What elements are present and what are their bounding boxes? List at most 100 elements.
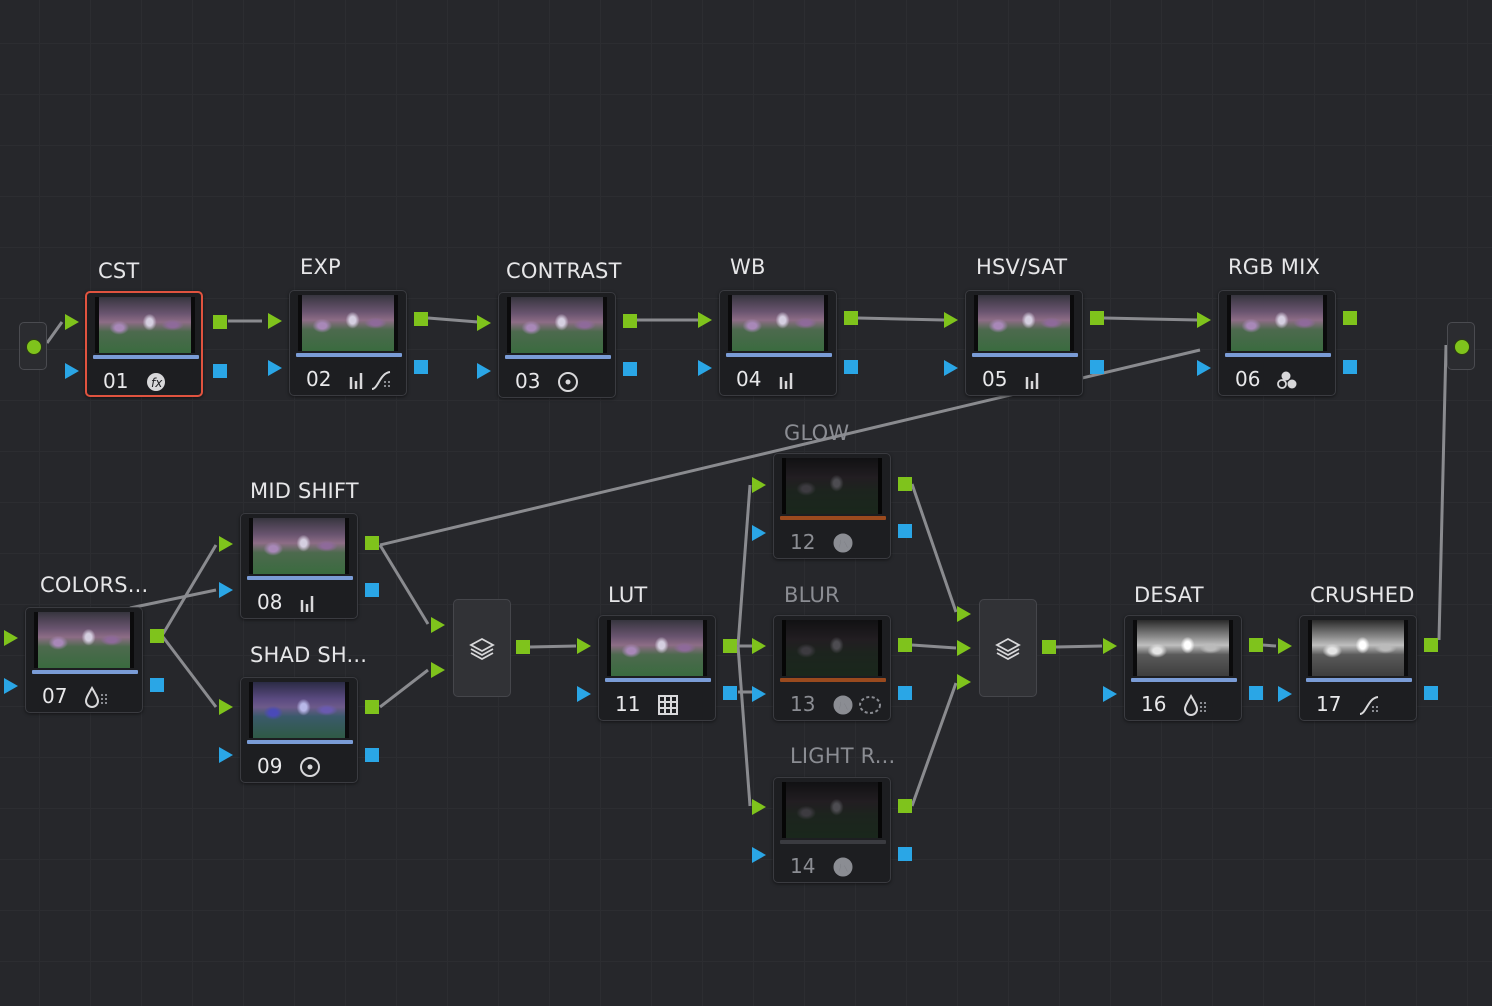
layer-input-port-1[interactable] (957, 606, 971, 622)
rgb-input-port[interactable] (4, 630, 18, 646)
node-label-14: LIGHT R... (790, 744, 896, 768)
alpha-output-port[interactable] (1249, 686, 1263, 700)
rgb-input-port[interactable] (944, 312, 958, 328)
node-number: 04 (736, 367, 762, 391)
alpha-input-port[interactable] (477, 363, 491, 379)
rgb-output-port[interactable] (898, 799, 912, 813)
rgb-input-port[interactable] (219, 536, 233, 552)
node-14[interactable]: 14 fx (773, 777, 891, 883)
node-thumbnail (974, 295, 1074, 351)
alpha-input-port[interactable] (268, 360, 282, 376)
node-thumbnail (782, 458, 882, 514)
alpha-input-port[interactable] (944, 360, 958, 376)
hue-sat-icon (84, 686, 110, 708)
layer-input-port-3[interactable] (957, 674, 971, 690)
node-12[interactable]: 12 fx (773, 453, 891, 559)
alpha-output-port[interactable] (213, 364, 227, 378)
rgb-output-port[interactable] (1249, 638, 1263, 652)
node-17[interactable]: 17 (1299, 615, 1417, 721)
rgb-input-port[interactable] (268, 313, 282, 329)
layers-icon (469, 636, 495, 660)
alpha-input-port[interactable] (1278, 686, 1292, 702)
alpha-output-port[interactable] (365, 748, 379, 762)
rgb-input-port[interactable] (477, 315, 491, 331)
layer-mixer-2[interactable] (979, 599, 1037, 697)
alpha-input-port[interactable] (752, 525, 766, 541)
node-16[interactable]: 16 (1124, 615, 1242, 721)
node-08[interactable]: 08 (240, 513, 358, 619)
rgb-input-port[interactable] (1103, 638, 1117, 654)
node-11[interactable]: 11 (598, 615, 716, 721)
node-09[interactable]: 09 (240, 677, 358, 783)
node-03[interactable]: 03 (498, 292, 616, 398)
alpha-input-port[interactable] (752, 686, 766, 702)
node-07[interactable]: 07 (25, 607, 143, 713)
node-06[interactable]: 06 (1218, 290, 1336, 396)
source-input-endpoint[interactable] (19, 322, 47, 370)
alpha-output-port[interactable] (1090, 360, 1104, 374)
layer-mixer-1[interactable] (453, 599, 511, 697)
alpha-output-port[interactable] (1343, 360, 1357, 374)
rgb-input-port[interactable] (698, 312, 712, 328)
rgb-output-port[interactable] (365, 700, 379, 714)
svg-text:fx: fx (151, 376, 163, 390)
output-endpoint[interactable] (1447, 322, 1475, 370)
rgb-output-port[interactable] (844, 311, 858, 325)
node-01[interactable]: 01 fx (85, 291, 203, 397)
alpha-output-port[interactable] (1424, 686, 1438, 700)
rgb-output-port[interactable] (1090, 311, 1104, 325)
rgb-input-port[interactable] (219, 699, 233, 715)
rgb-output-port[interactable] (898, 477, 912, 491)
node-02[interactable]: 02 (289, 290, 407, 396)
alpha-input-port[interactable] (698, 360, 712, 376)
output-dot-icon (1454, 339, 1470, 355)
rgb-input-port[interactable] (577, 638, 591, 654)
fx-icon: fx (145, 371, 167, 393)
rgb-input-port[interactable] (1278, 638, 1292, 654)
rgb-output-port[interactable] (623, 314, 637, 328)
rgb-input-port[interactable] (1197, 312, 1211, 328)
rgb-output-port[interactable] (898, 638, 912, 652)
alpha-output-port[interactable] (898, 847, 912, 861)
layer-input-port-2[interactable] (431, 662, 445, 678)
rgb-input-port[interactable] (752, 477, 766, 493)
alpha-output-port[interactable] (150, 678, 164, 692)
alpha-output-port[interactable] (414, 360, 428, 374)
rgb-input-port[interactable] (752, 638, 766, 654)
alpha-output-port[interactable] (365, 583, 379, 597)
layer-output-port[interactable] (516, 640, 530, 654)
layer-output-port[interactable] (1042, 640, 1056, 654)
node-number: 13 (790, 692, 816, 716)
alpha-output-port[interactable] (844, 360, 858, 374)
node-thumbnail (1308, 620, 1408, 676)
rgb-input-port[interactable] (65, 314, 79, 330)
layer-input-port-1[interactable] (431, 617, 445, 633)
rgb-output-port[interactable] (1343, 311, 1357, 325)
alpha-input-port[interactable] (1103, 686, 1117, 702)
alpha-input-port[interactable] (219, 747, 233, 763)
rgb-output-port[interactable] (723, 639, 737, 653)
layer-input-port-2[interactable] (957, 640, 971, 656)
rgb-output-port[interactable] (213, 315, 227, 329)
alpha-input-port[interactable] (1197, 360, 1211, 376)
node-label-05: HSV/SAT (976, 255, 1068, 279)
rgb-output-port[interactable] (414, 312, 428, 326)
alpha-output-port[interactable] (898, 686, 912, 700)
alpha-output-port[interactable] (898, 524, 912, 538)
alpha-input-port[interactable] (577, 686, 591, 702)
node-13[interactable]: 13 fx (773, 615, 891, 721)
alpha-input-port[interactable] (4, 678, 18, 694)
rgb-input-port[interactable] (752, 799, 766, 815)
rgb-output-port[interactable] (365, 536, 379, 550)
node-04[interactable]: 04 (719, 290, 837, 396)
rgb-output-port[interactable] (150, 629, 164, 643)
alpha-input-port[interactable] (219, 582, 233, 598)
alpha-input-port[interactable] (65, 363, 79, 379)
node-05[interactable]: 05 (965, 290, 1083, 396)
alpha-output-port[interactable] (623, 362, 637, 376)
node-bar (247, 740, 353, 744)
alpha-input-port[interactable] (752, 847, 766, 863)
rgb-output-port[interactable] (1424, 638, 1438, 652)
node-bar (972, 353, 1078, 357)
alpha-output-port[interactable] (723, 686, 737, 700)
